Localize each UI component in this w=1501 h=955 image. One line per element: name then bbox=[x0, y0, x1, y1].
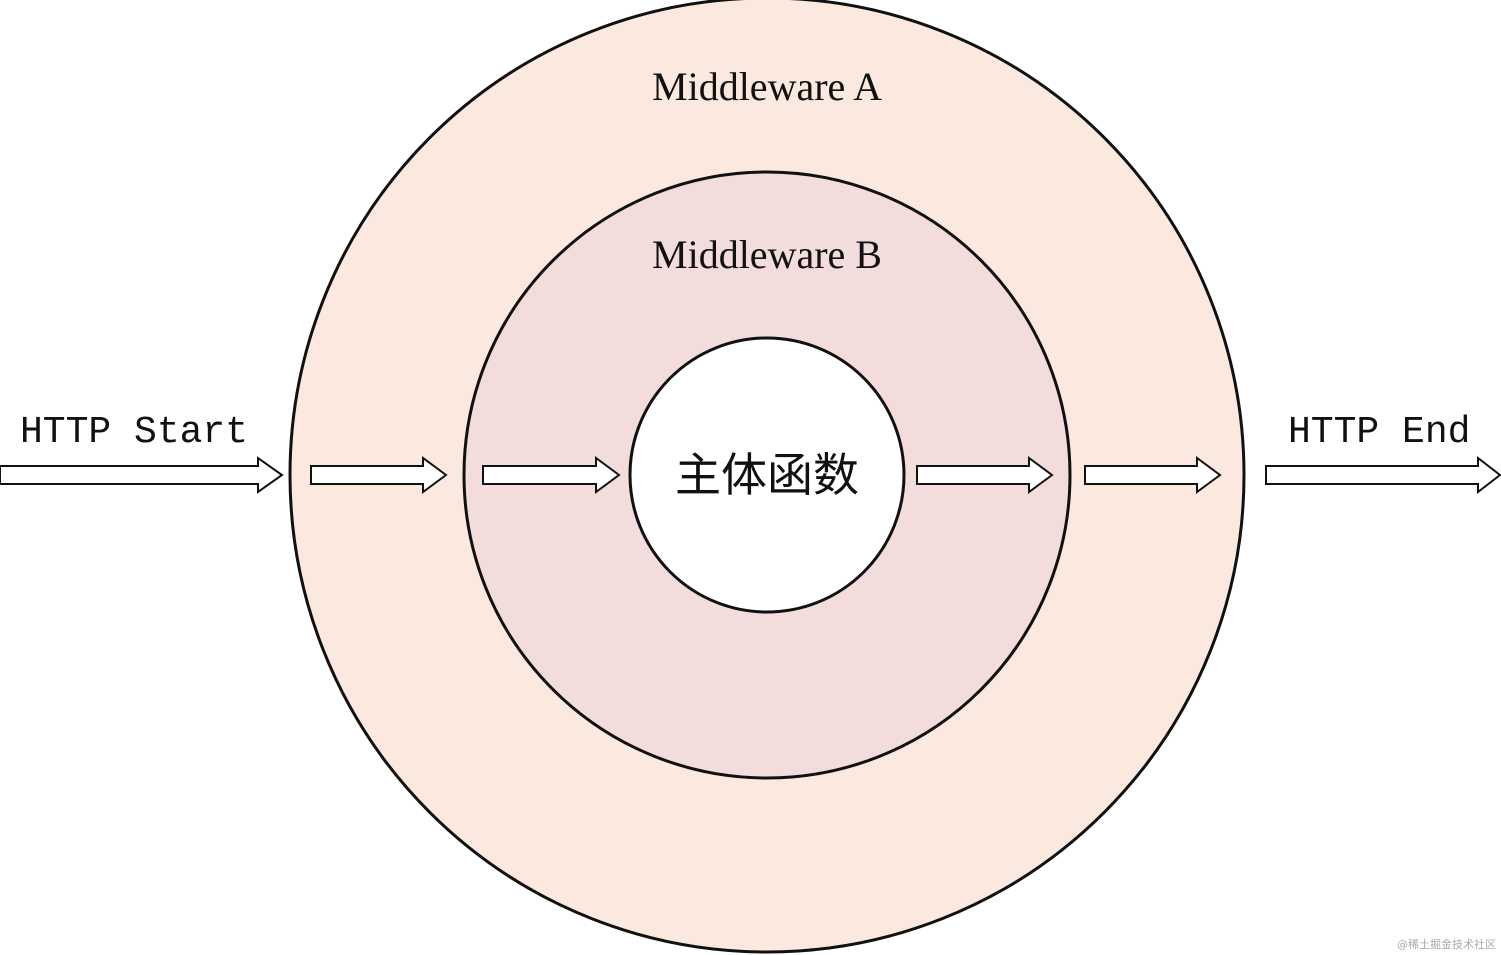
arrow-out-of-core bbox=[916, 456, 1054, 494]
arrow-request-in bbox=[0, 456, 284, 494]
arrow-out-of-middleware-b bbox=[1084, 456, 1222, 494]
core-function-label: 主体函数 bbox=[675, 448, 859, 502]
arrow-into-middleware-b bbox=[310, 456, 448, 494]
http-end-label: HTTP End bbox=[1288, 411, 1470, 454]
watermark: @稀土掘金技术社区 bbox=[1397, 937, 1496, 951]
http-start-label: HTTP Start bbox=[20, 411, 248, 454]
middleware-a-label: Middleware A bbox=[652, 64, 882, 109]
arrow-into-core bbox=[482, 456, 621, 494]
arrow-response-out bbox=[1265, 455, 1501, 495]
middleware-b-label: Middleware B bbox=[652, 232, 882, 277]
core-function-circle bbox=[628, 336, 906, 614]
